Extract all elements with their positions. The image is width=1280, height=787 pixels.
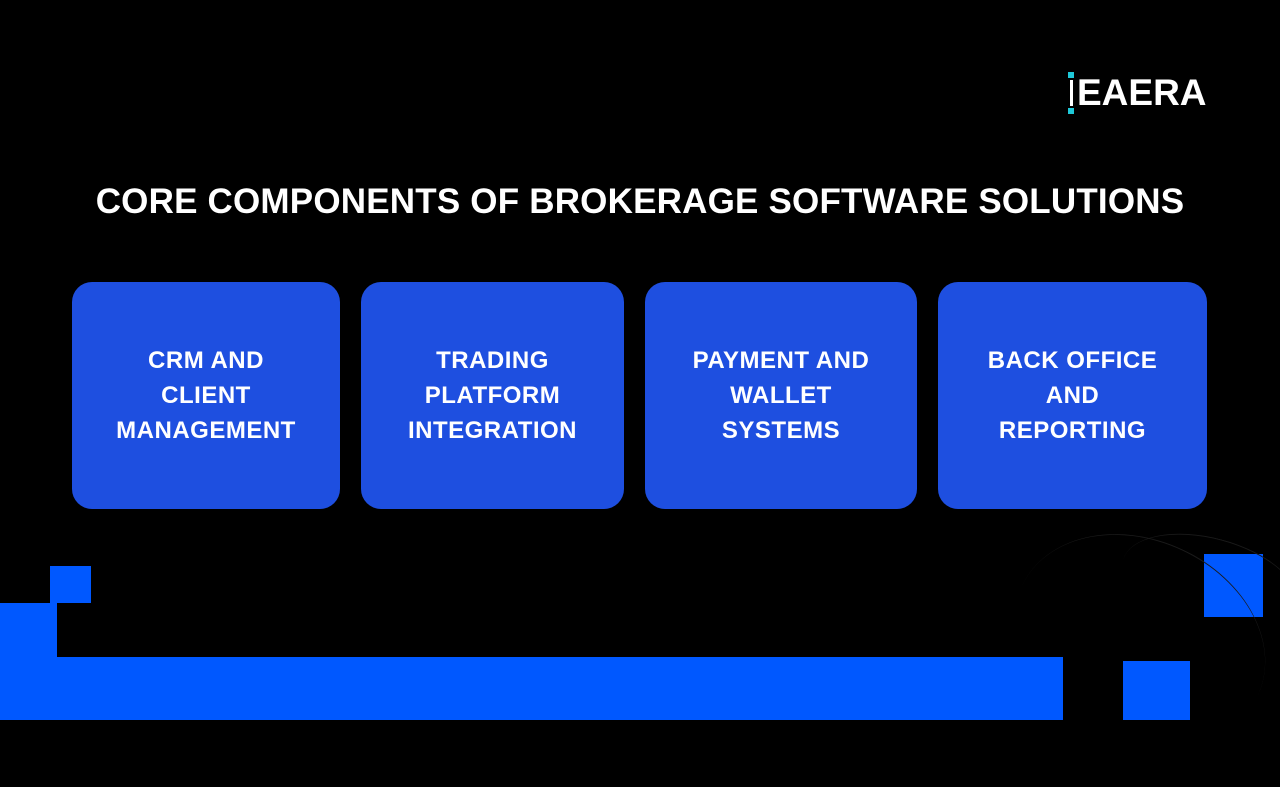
component-card-crm: CRM AND CLIENT MANAGEMENT — [72, 282, 340, 509]
decor-bottom-bar — [57, 657, 1063, 720]
card-label: PAYMENT AND WALLET SYSTEMS — [692, 347, 870, 444]
page-title: CORE COMPONENTS OF BROKERAGE SOFTWARE SO… — [95, 182, 1185, 221]
card-label: BACK OFFICE AND REPORTING — [987, 347, 1158, 444]
card-label: TRADING PLATFORM INTEGRATION — [407, 347, 578, 444]
logo-text: EAERA — [1077, 72, 1207, 113]
decor-square-top-right — [1204, 554, 1263, 617]
decor-arc — [979, 494, 1280, 787]
decor-block-left — [0, 603, 57, 720]
component-card-back-office: BACK OFFICE AND REPORTING — [938, 282, 1207, 509]
logo-mark-icon — [1068, 72, 1074, 114]
brand-logo: EAERA — [1068, 72, 1207, 114]
component-card-payment-wallet: PAYMENT AND WALLET SYSTEMS — [645, 282, 917, 509]
decor-square-bottom-right — [1123, 661, 1190, 720]
component-card-trading-platform: TRADING PLATFORM INTEGRATION — [361, 282, 624, 509]
decor-square-small — [50, 566, 91, 603]
card-label: CRM AND CLIENT MANAGEMENT — [116, 347, 296, 444]
